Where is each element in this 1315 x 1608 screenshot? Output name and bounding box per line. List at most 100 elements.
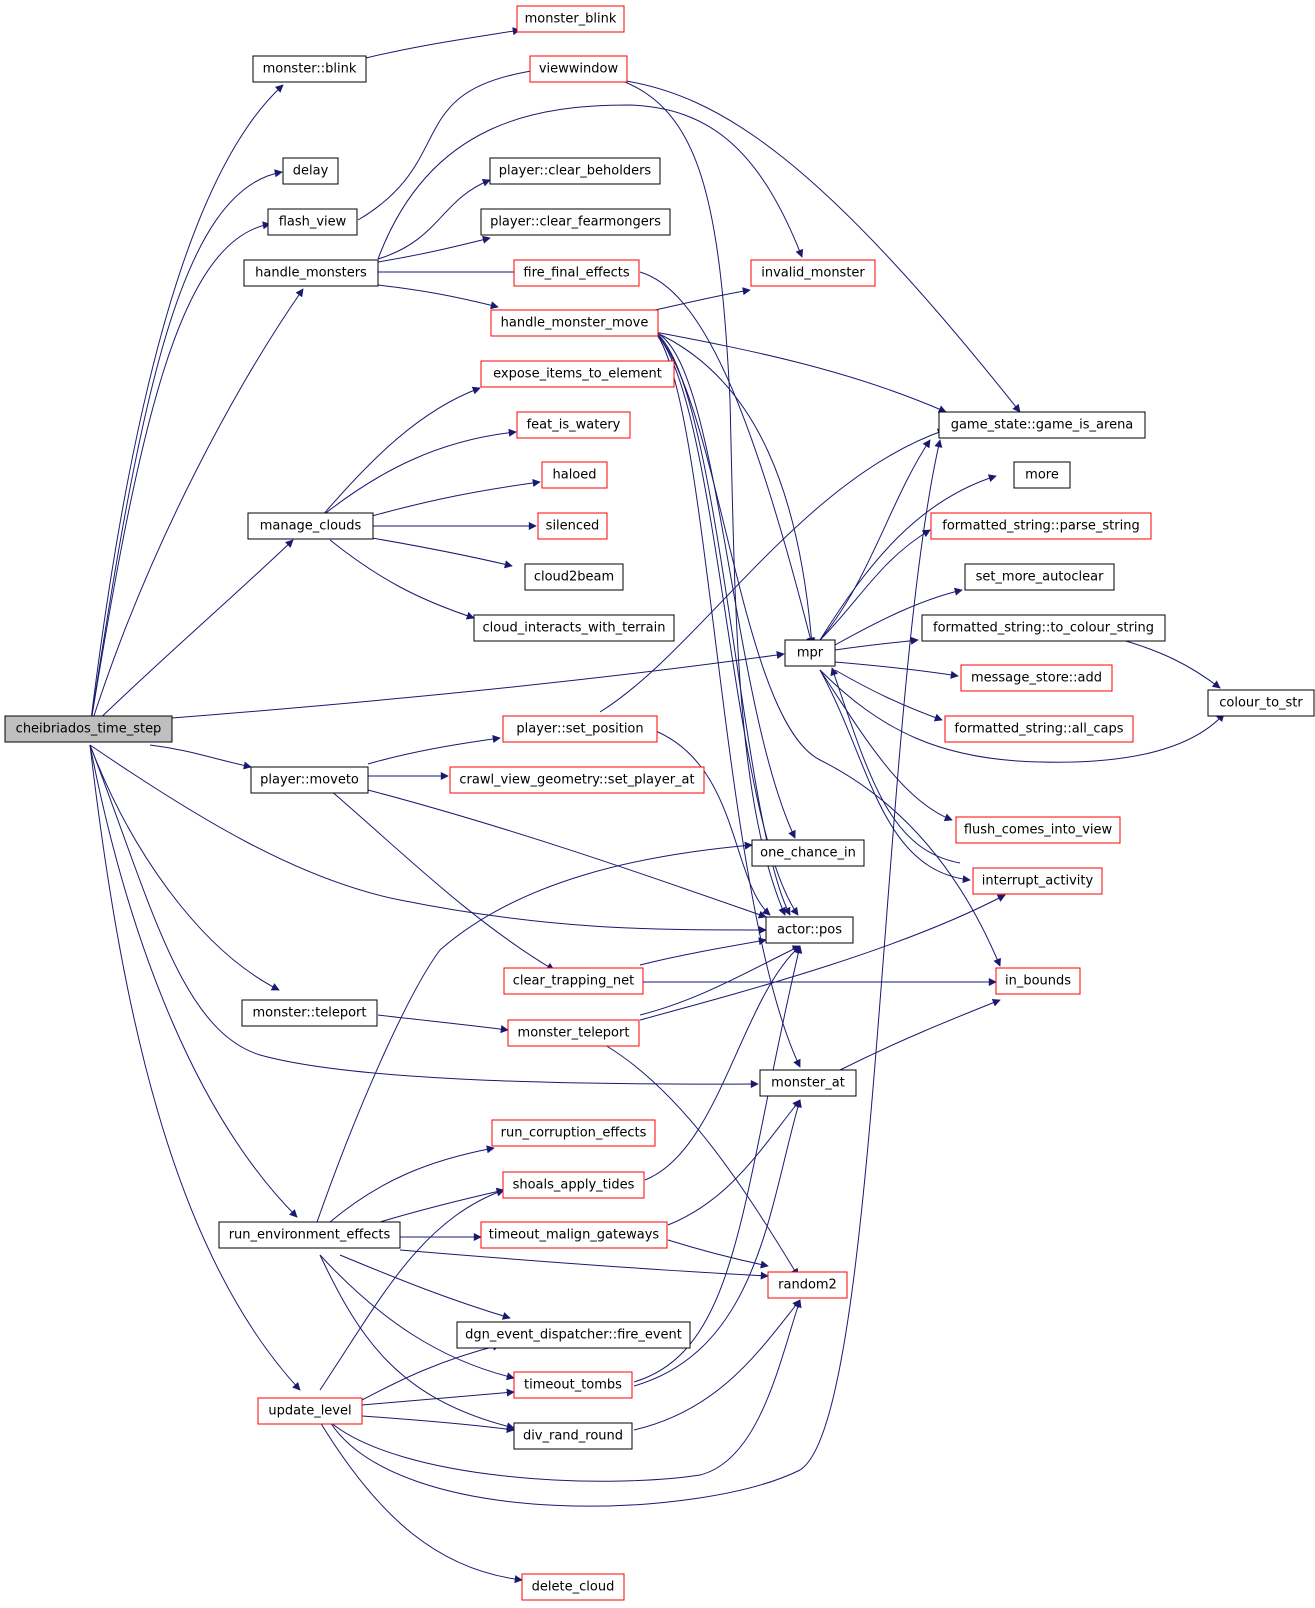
node-label: timeout_tombs bbox=[524, 1378, 622, 1393]
node-viewwindow[interactable]: viewwindow bbox=[529, 55, 628, 83]
node-box bbox=[456, 1321, 691, 1349]
node-label: timeout_malign_gateways bbox=[489, 1228, 660, 1243]
node-run-env[interactable]: run_environment_effects bbox=[218, 1221, 401, 1249]
node-box bbox=[1013, 461, 1071, 489]
edge bbox=[171, 651, 785, 719]
node-label: monster_blink bbox=[525, 12, 617, 27]
node-feat-is-watery[interactable]: feat_is_watery bbox=[516, 411, 631, 439]
node-label: silenced bbox=[546, 519, 600, 534]
node-monster-teleport-m[interactable]: monster::teleport bbox=[241, 999, 378, 1027]
node-handle-monsters[interactable]: handle_monsters bbox=[243, 259, 379, 287]
node-update-level[interactable]: update_level bbox=[257, 1397, 363, 1425]
edge bbox=[639, 894, 1006, 1021]
node-monster-blink-m[interactable]: monster::blink bbox=[252, 55, 367, 83]
node-in-bounds[interactable]: in_bounds bbox=[995, 967, 1081, 995]
node-run-corruption[interactable]: run_corruption_effects bbox=[491, 1119, 656, 1147]
node-handle-monster-move[interactable]: handle_monster_move bbox=[490, 309, 659, 337]
node-haloed[interactable]: haloed bbox=[541, 461, 608, 489]
edge bbox=[377, 104, 804, 260]
node-label: feat_is_watery bbox=[527, 418, 621, 433]
node-box bbox=[4, 715, 173, 743]
edge bbox=[834, 661, 959, 679]
node-expose-items[interactable]: expose_items_to_element bbox=[480, 360, 675, 388]
node-box bbox=[521, 1573, 625, 1601]
node-label: player::clear_beholders bbox=[499, 164, 652, 179]
node-cloud2beam[interactable]: cloud2beam bbox=[524, 563, 624, 591]
node-colour-to-str[interactable]: colour_to_str bbox=[1207, 689, 1315, 717]
edge bbox=[1114, 637, 1221, 689]
edge bbox=[371, 478, 541, 517]
edge bbox=[399, 1249, 769, 1280]
node-label: delete_cloud bbox=[532, 1580, 615, 1595]
node-label: player::moveto bbox=[260, 773, 359, 788]
node-one-chance-in[interactable]: one_chance_in bbox=[751, 839, 865, 867]
node-mpr[interactable]: mpr bbox=[784, 639, 836, 667]
edge bbox=[619, 79, 1021, 413]
node-clear-fearmongers[interactable]: player::clear_fearmongers bbox=[480, 208, 671, 236]
node-box bbox=[480, 1221, 668, 1249]
node-more[interactable]: more bbox=[1013, 461, 1071, 489]
node-delete-cloud[interactable]: delete_cloud bbox=[521, 1573, 625, 1601]
node-clear-trapping-net[interactable]: clear_trapping_net bbox=[503, 967, 644, 995]
node-flush-comes[interactable]: flush_comes_into_view bbox=[955, 816, 1121, 844]
edge bbox=[149, 744, 252, 770]
edge bbox=[654, 331, 1001, 967]
node-box bbox=[938, 411, 1146, 439]
node-fire-event[interactable]: dgn_event_dispatcher::fire_event bbox=[456, 1321, 691, 1349]
node-box bbox=[257, 1397, 363, 1425]
node-game-is-arena[interactable]: game_state::game_is_arena bbox=[938, 411, 1146, 439]
node-cloud-interacts[interactable]: cloud_interacts_with_terrain bbox=[473, 614, 675, 642]
node-silenced[interactable]: silenced bbox=[537, 512, 608, 540]
node-shoals-apply-tides[interactable]: shoals_apply_tides bbox=[502, 1171, 645, 1199]
node-to-colour-string[interactable]: formatted_string::to_colour_string bbox=[921, 614, 1166, 642]
node-monster-blink-fn[interactable]: monster_blink bbox=[516, 5, 625, 33]
node-clear-beholders[interactable]: player::clear_beholders bbox=[489, 157, 661, 185]
node-moveto[interactable]: player::moveto bbox=[250, 766, 369, 794]
node-random2[interactable]: random2 bbox=[767, 1271, 848, 1299]
node-label: crawl_view_geometry::set_player_at bbox=[459, 773, 694, 788]
node-message-store-add[interactable]: message_store::add bbox=[960, 664, 1113, 692]
edge bbox=[339, 1254, 511, 1320]
node-box bbox=[513, 259, 640, 287]
edge bbox=[89, 288, 304, 729]
edge bbox=[819, 669, 1225, 763]
node-monster-teleport-fn[interactable]: monster_teleport bbox=[507, 1019, 640, 1047]
edge bbox=[319, 1254, 515, 1381]
edge bbox=[654, 331, 791, 916]
node-div-rand-round[interactable]: div_rand_round bbox=[513, 1422, 633, 1450]
node-label: delay bbox=[293, 164, 329, 179]
node-label: cheibriados_time_step bbox=[16, 722, 162, 737]
node-set-player-at[interactable]: crawl_view_geometry::set_player_at bbox=[449, 766, 705, 794]
node-box bbox=[513, 1371, 633, 1399]
node-invalid-monster[interactable]: invalid_monster bbox=[750, 259, 876, 287]
node-box bbox=[765, 916, 854, 944]
node-box bbox=[241, 999, 378, 1027]
edge bbox=[321, 386, 481, 517]
edge bbox=[654, 287, 751, 311]
edge bbox=[819, 439, 931, 641]
node-box bbox=[529, 55, 628, 83]
node-set-position[interactable]: player::set_position bbox=[502, 715, 658, 743]
node-actor-pos[interactable]: actor::pos bbox=[765, 916, 854, 944]
node-set-more-autoclear[interactable]: set_more_autoclear bbox=[964, 563, 1115, 591]
node-label: flush_comes_into_view bbox=[964, 823, 1113, 838]
node-manage-clouds[interactable]: manage_clouds bbox=[247, 512, 374, 540]
edge bbox=[89, 539, 294, 729]
edge bbox=[834, 587, 963, 646]
node-box bbox=[513, 1422, 633, 1450]
node-all-caps[interactable]: formatted_string::all_caps bbox=[944, 715, 1134, 743]
node-timeout-tombs[interactable]: timeout_tombs bbox=[513, 1371, 633, 1399]
edge bbox=[647, 727, 771, 916]
node-interrupt-activity[interactable]: interrupt_activity bbox=[972, 867, 1103, 895]
node-box bbox=[921, 614, 1166, 642]
node-timeout-malign[interactable]: timeout_malign_gateways bbox=[480, 1221, 668, 1249]
node-root[interactable]: cheibriados_time_step bbox=[4, 715, 173, 743]
edge bbox=[316, 841, 753, 1223]
node-monster-at[interactable]: monster_at bbox=[759, 1069, 857, 1097]
node-parse-string[interactable]: formatted_string::parse_string bbox=[930, 512, 1152, 540]
node-fire-final-effects[interactable]: fire_final_effects bbox=[513, 259, 640, 287]
node-flash-view[interactable]: flash_view bbox=[267, 208, 358, 236]
edge bbox=[329, 539, 475, 620]
node-delay[interactable]: delay bbox=[282, 157, 339, 185]
